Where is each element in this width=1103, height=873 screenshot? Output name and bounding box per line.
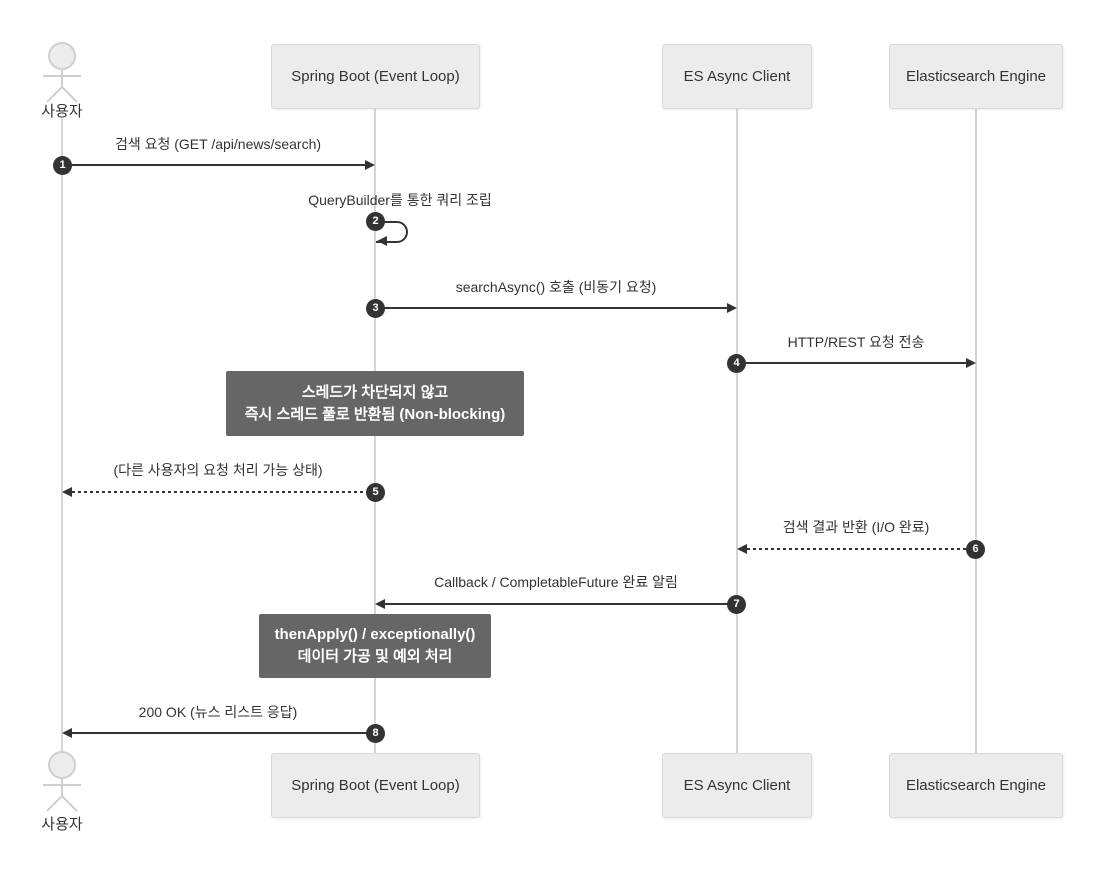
message-2-label: QueryBuilder를 통한 쿼리 조립: [308, 192, 492, 208]
lifeline-user: [61, 119, 63, 752]
participant-box-es-async-client-top: ES Async Client: [662, 44, 812, 109]
message-8-number-badge: 8: [366, 724, 385, 743]
lifeline-elasticsearch-engine: [975, 109, 977, 753]
message-4-number-badge: 4: [727, 354, 746, 373]
participant-box-elasticsearch-engine-bottom: Elasticsearch Engine: [889, 753, 1063, 818]
note-then-apply-line2: 데이터 가공 및 예외 처리: [297, 648, 453, 665]
note-then-apply: thenApply() / exceptionally() 데이터 가공 및 예…: [259, 614, 491, 678]
participant-box-spring-boot-top: Spring Boot (Event Loop): [271, 44, 480, 109]
message-6-arrowhead-icon: [737, 544, 747, 554]
participant-box-elasticsearch-engine-top: Elasticsearch Engine: [889, 44, 1063, 109]
lifeline-es-async-client: [736, 109, 738, 753]
message-6-number-badge: 6: [966, 540, 985, 559]
participant-box-es-async-client-bottom: ES Async Client: [662, 753, 812, 818]
note-then-apply-line1: thenApply() / exceptionally(): [274, 626, 476, 643]
actor-label-user-top: 사용자: [41, 103, 83, 120]
message-2-number-badge: 2: [366, 212, 385, 231]
message-8-line: [72, 732, 375, 734]
actor-label-user-bottom: 사용자: [41, 816, 83, 833]
message-8-label: 200 OK (뉴스 리스트 응답): [138, 704, 298, 720]
message-7-line: [385, 603, 736, 605]
message-2-arrowhead-icon: [377, 236, 387, 246]
message-3-arrowhead-icon: [727, 303, 737, 313]
participant-box-spring-boot-bottom: Spring Boot (Event Loop): [271, 753, 480, 818]
note-non-blocking: 스레드가 차단되지 않고 즉시 스레드 풀로 반환됨 (Non-blocking…: [226, 371, 524, 436]
message-8-arrowhead-icon: [62, 728, 72, 738]
message-7-arrowhead-icon: [375, 599, 385, 609]
message-4-line: [737, 362, 966, 364]
message-1-number-badge: 1: [53, 156, 72, 175]
message-3-label: searchAsync() 호출 (비동기 요청): [455, 279, 657, 295]
message-7-label: Callback / CompletableFuture 완료 알림: [434, 574, 678, 590]
user-actor-icon-bottom: [43, 751, 81, 812]
message-2-loop-line: [376, 221, 408, 243]
message-5-line: [72, 491, 375, 493]
message-3-number-badge: 3: [366, 299, 385, 318]
message-4-label: HTTP/REST 요청 전송: [787, 334, 925, 350]
message-5-number-badge: 5: [366, 483, 385, 502]
message-5-arrowhead-icon: [62, 487, 72, 497]
user-actor-icon: [43, 42, 81, 103]
message-7-number-badge: 7: [727, 595, 746, 614]
message-1-line: [62, 164, 366, 166]
message-1-arrowhead-icon: [365, 160, 375, 170]
message-6-line: [747, 548, 976, 550]
message-4-arrowhead-icon: [966, 358, 976, 368]
message-1-label: 검색 요청 (GET /api/news/search): [114, 136, 322, 152]
message-3-line: [375, 307, 727, 309]
note-non-blocking-line1: 스레드가 차단되지 않고: [301, 383, 449, 401]
note-non-blocking-line2: 즉시 스레드 풀로 반환됨 (Non-blocking): [244, 405, 506, 423]
message-5-label: (다른 사용자의 요청 처리 가능 상태): [113, 462, 323, 478]
message-6-label: 검색 결과 반환 (I/O 완료): [782, 519, 930, 535]
